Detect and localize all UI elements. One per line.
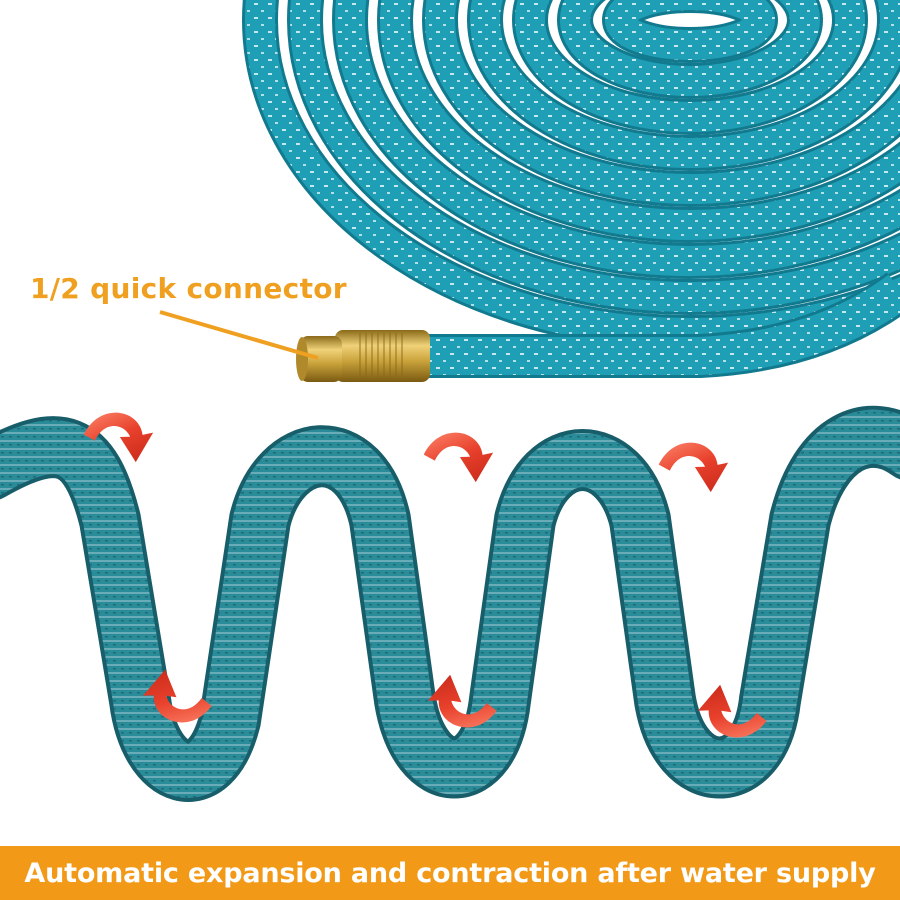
coil-tail [428,272,900,378]
motion-arrows [83,412,767,738]
banner-text: Automatic expansion and contraction afte… [24,857,876,889]
bottom-banner: Automatic expansion and contraction afte… [0,846,900,900]
coil-ring [557,0,823,99]
coil-ring [332,0,900,279]
curved-arrow-down-icon [658,442,729,493]
coil-ring [467,0,900,171]
curved-arrow-down-icon [423,432,494,483]
wavy-hose-body [0,405,900,802]
expanded-hose [0,405,900,802]
callout-leader-line [159,310,319,360]
coiled-hose [242,0,900,378]
coil-ring [512,0,868,135]
coil-ring [422,0,900,207]
curved-arrow-up-icon [427,674,497,728]
curved-arrow-up-icon [142,669,212,723]
connector-callout-label: 1/2 quick connector [30,272,347,305]
coil-ring [242,0,900,351]
coil-ring [602,0,778,63]
curved-arrow-up-icon [697,684,767,738]
brass-connector [296,330,430,382]
curved-arrow-down-icon [83,412,154,463]
coil-ring [377,0,900,243]
coil-ring [287,0,900,315]
